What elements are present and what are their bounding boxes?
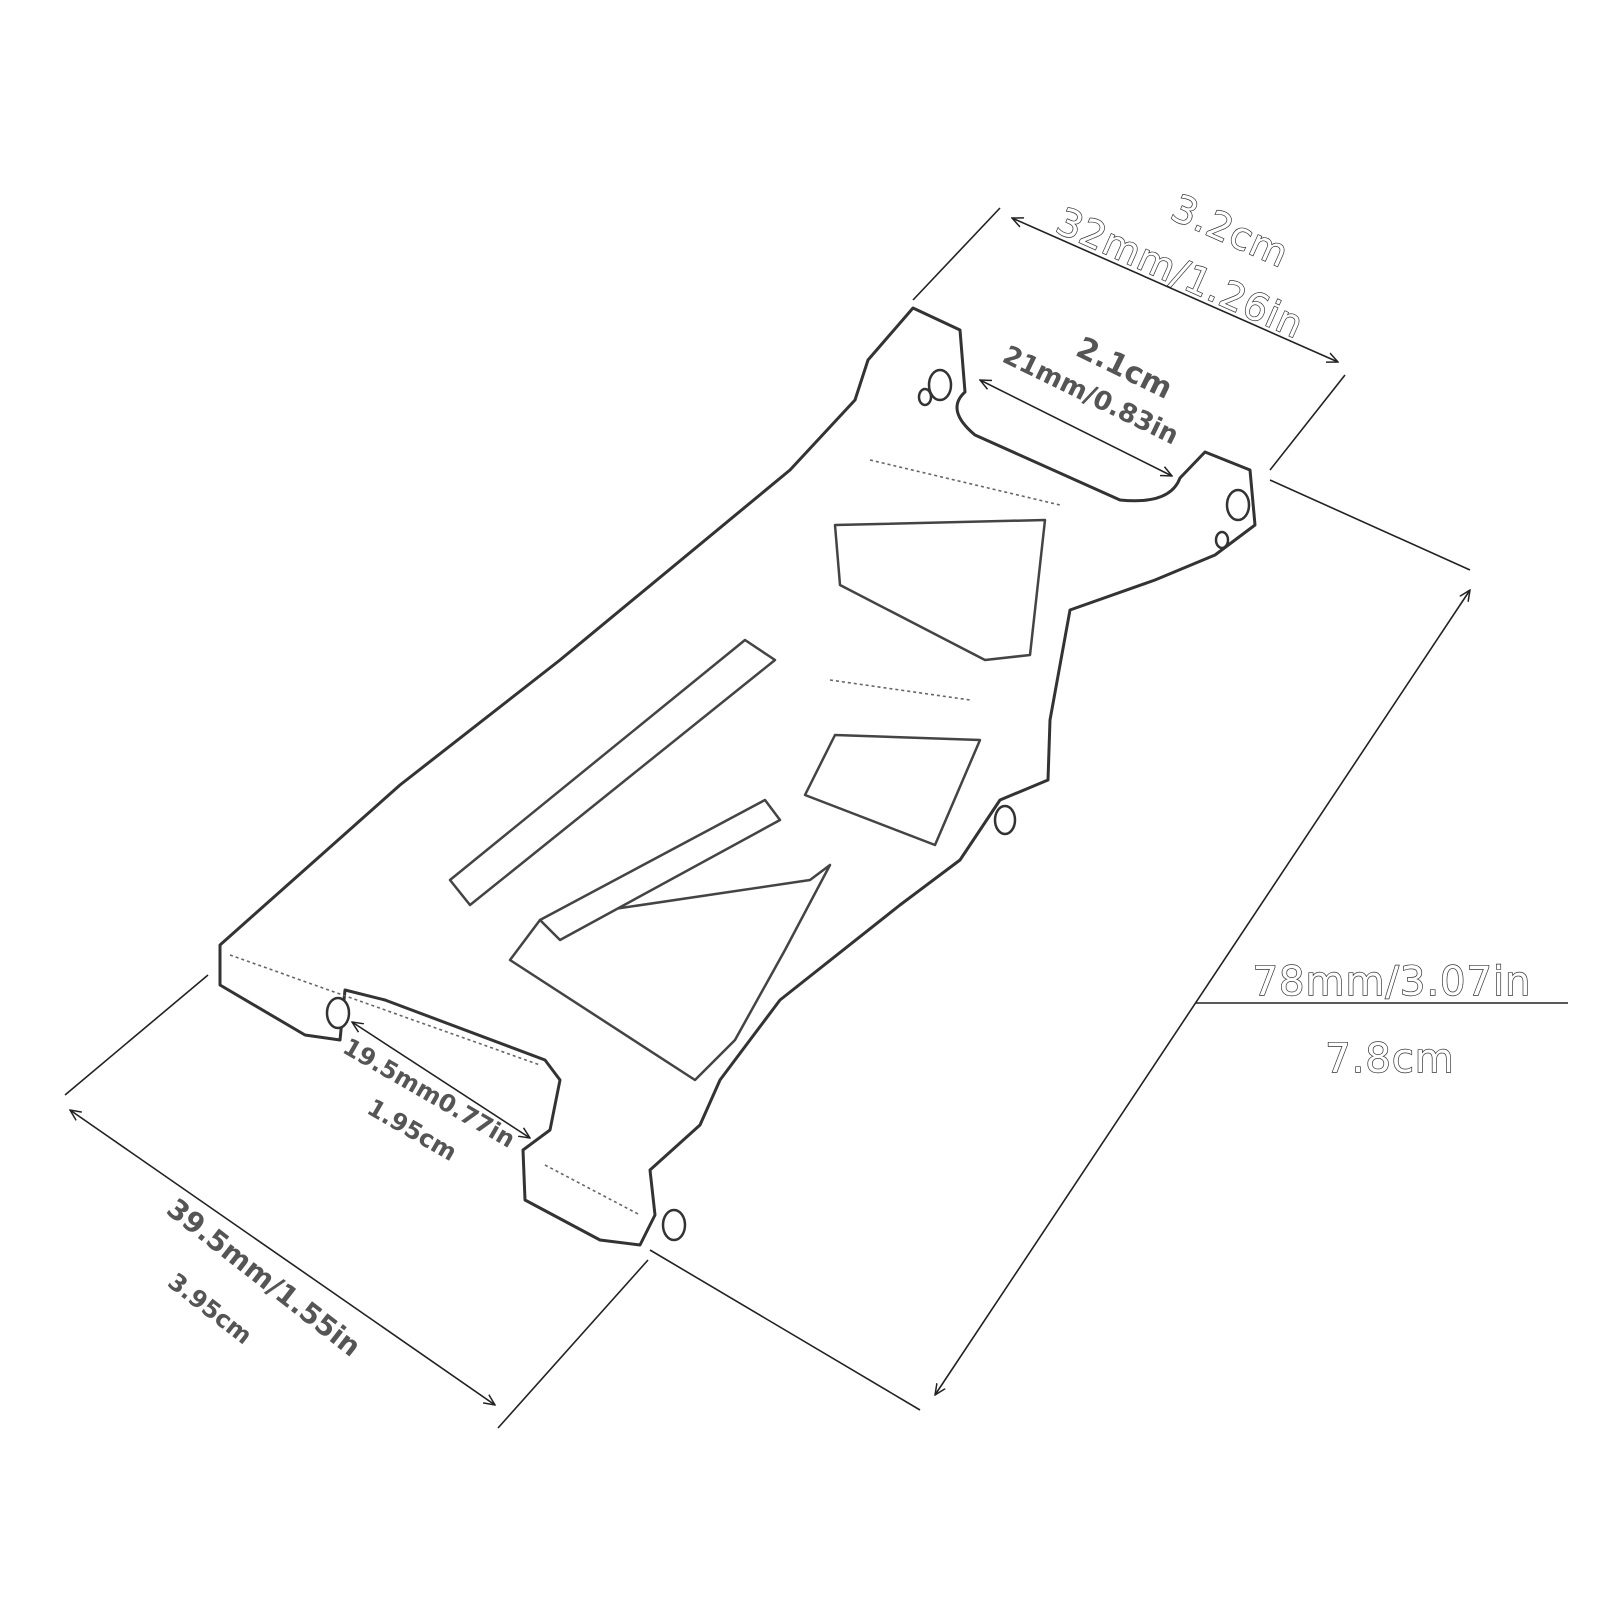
label-length-mm: 78mm/3.07in	[1253, 959, 1532, 1005]
ext-length-top	[1269, 479, 1471, 571]
hole-top-left	[927, 368, 953, 402]
hole-top-left-inner	[917, 387, 933, 407]
dim-bottom-width	[70, 1110, 495, 1405]
right-slot	[538, 798, 782, 942]
hole-side	[993, 804, 1017, 836]
ext-bottom-left	[64, 974, 209, 1096]
hole-top-right-inner	[1214, 530, 1230, 550]
label-length-cm: 7.8cm	[1325, 1036, 1455, 1082]
ext-bottom-right	[497, 1259, 649, 1429]
ext-top-right	[1269, 374, 1346, 471]
dim-length	[935, 590, 1470, 1395]
dimension-lines	[64, 207, 1568, 1429]
hole-bottom-right	[661, 1208, 687, 1242]
hole-top-right	[1225, 488, 1251, 522]
ext-top-left	[912, 207, 1001, 301]
dim-top-inner	[980, 380, 1172, 476]
hole-bottom-left	[325, 996, 351, 1030]
left-slot	[448, 638, 777, 907]
dim-bottom-inner	[352, 1022, 530, 1138]
edge-detail-1	[869, 459, 1061, 506]
dim-top-width	[1012, 218, 1338, 362]
ext-length-bottom	[649, 1249, 921, 1411]
edge-detail-2	[229, 954, 541, 1066]
